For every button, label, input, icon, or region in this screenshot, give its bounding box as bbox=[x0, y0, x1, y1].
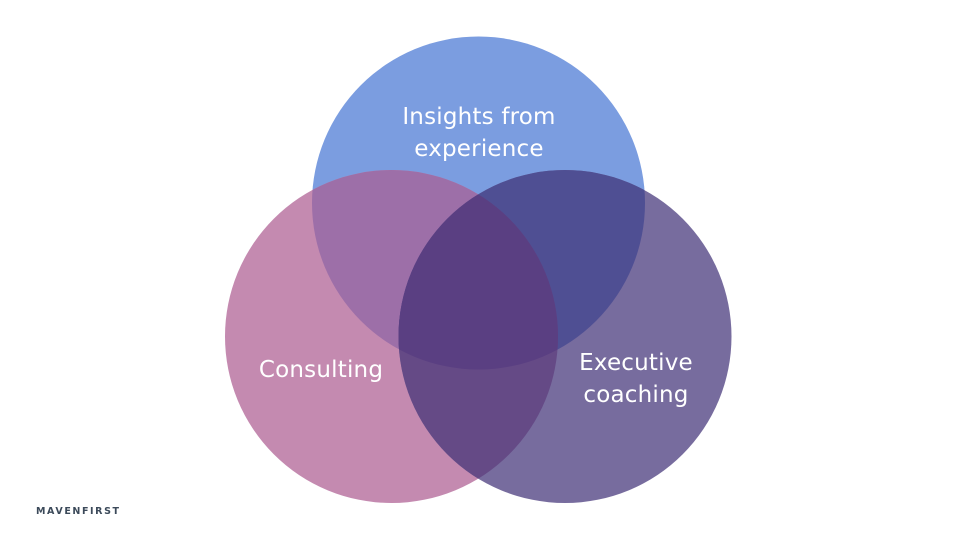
overlap-all bbox=[398, 170, 558, 370]
label-coaching-line2: coaching bbox=[583, 382, 689, 408]
label-insights-line1: Insights from bbox=[402, 104, 556, 130]
label-coaching-line1: Executive bbox=[579, 350, 693, 376]
label-insights-line2: experience bbox=[414, 136, 544, 162]
label-consulting: Consulting bbox=[240, 354, 402, 386]
label-coaching: Executive coaching bbox=[560, 347, 712, 411]
label-insights: Insights from experience bbox=[370, 101, 588, 165]
label-consulting-line1: Consulting bbox=[258, 357, 384, 383]
brand-logo-text: MAVENFIRST bbox=[36, 506, 121, 517]
